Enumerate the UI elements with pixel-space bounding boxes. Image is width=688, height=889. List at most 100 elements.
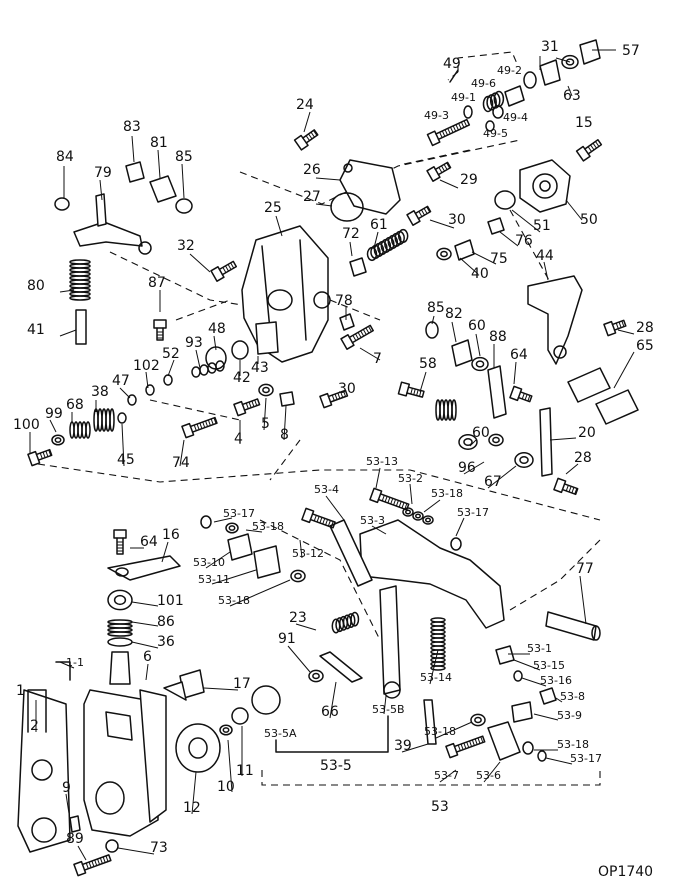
callout-53-10: 53-10 [193, 556, 225, 569]
leader-line [131, 135, 135, 163]
leader-line [451, 321, 457, 343]
leader-line [359, 347, 381, 361]
leader-line [446, 162, 451, 169]
callout-102: 102 [133, 358, 160, 374]
bracket-1-1 [55, 661, 71, 681]
leader-line [313, 130, 318, 136]
washer-40-hole [440, 250, 448, 258]
leader-line [613, 351, 635, 389]
callout-78: 78 [335, 293, 353, 309]
leader-line [463, 120, 468, 127]
washer-53-18 [412, 511, 424, 521]
nut-31 [539, 59, 561, 86]
callout-42: 42 [233, 370, 251, 386]
leader-line [549, 437, 577, 441]
spring-86-coil [107, 631, 133, 637]
leader-line [419, 371, 427, 393]
callout-40: 40 [471, 266, 489, 282]
bolt-87 [153, 319, 167, 329]
washer-10 [219, 724, 233, 736]
callout-36: 36 [157, 634, 175, 650]
housing-25-boss [313, 291, 331, 309]
rod-77-end [591, 625, 601, 641]
bolt-15-shank [584, 139, 603, 155]
callout-53-3: 53-3 [360, 514, 385, 527]
leader-line [439, 131, 443, 138]
callout-31: 31 [541, 39, 559, 55]
callout-5: 5 [261, 416, 270, 432]
plug-81 [149, 175, 177, 203]
pump-body-bore [95, 781, 125, 815]
bolt-7-shank [348, 324, 374, 344]
bolt-4-shank [241, 398, 261, 411]
callout-53-18e: 53-18 [557, 738, 589, 751]
leader-line [189, 253, 211, 273]
leader-line [460, 121, 465, 128]
leader-line [131, 601, 159, 607]
washer-91-hole [312, 672, 320, 680]
assembly-dash-line [269, 149, 471, 481]
callout-77: 77 [576, 561, 594, 577]
washer-99 [51, 434, 65, 446]
leader-line [199, 422, 203, 429]
leader-line [423, 208, 428, 214]
leader-line [401, 743, 429, 753]
bolt-30 [406, 210, 421, 226]
spring-53-14-coil [430, 665, 446, 671]
leader-line [439, 769, 457, 783]
assembly-dash-line [457, 51, 519, 72]
leader-line [513, 659, 541, 671]
callout-53-18b: 53-18 [252, 520, 284, 533]
callout-53-15: 53-15 [533, 659, 565, 672]
leader-line [565, 463, 579, 475]
callout-53-7: 53-7 [434, 769, 459, 782]
washer-91 [308, 669, 324, 683]
callout-1-1: 1-1 [66, 656, 84, 669]
plate-53-9 [511, 701, 533, 723]
leader-line [329, 681, 337, 719]
bracket-1 [27, 689, 47, 733]
ring-53-5a [251, 685, 281, 715]
leader-line [362, 329, 367, 335]
leader-line [429, 219, 455, 229]
leader-line [325, 495, 345, 521]
bolt-15 [575, 145, 591, 162]
leader-line [383, 695, 387, 715]
ring-93 [199, 364, 209, 376]
link-20 [539, 407, 553, 477]
drawing-number: OP1740 [598, 864, 653, 880]
leader-line [565, 199, 583, 221]
leader-line [565, 485, 569, 492]
plate-53-4 [329, 519, 373, 587]
leader-line [94, 859, 98, 866]
leader-line [590, 144, 595, 151]
leader-line [349, 241, 353, 257]
leader-line [329, 395, 347, 403]
leader-line [444, 129, 449, 136]
leader-line [357, 332, 362, 338]
ring-49-5 [485, 120, 495, 132]
nut-76 [487, 217, 505, 235]
leader-line [337, 392, 341, 399]
solenoid-65b [595, 389, 639, 425]
leader-line [617, 329, 635, 335]
washer-53-18b-hole [228, 525, 236, 531]
leader-line [463, 742, 467, 749]
callout-7: 7 [373, 351, 382, 367]
leader-line [327, 520, 331, 527]
callout-89: 89 [66, 831, 84, 847]
leader-line [352, 335, 357, 341]
leader-line [205, 551, 231, 569]
leader-line [42, 451, 46, 458]
leader-line [99, 857, 103, 864]
leader-line [248, 401, 252, 408]
ring-36 [107, 637, 133, 647]
callout-53-5b: 53-5B [372, 703, 405, 716]
leader-line [398, 501, 402, 508]
spring-80-coil [69, 295, 91, 301]
bolt-89-shank [81, 854, 112, 871]
leader-line [99, 179, 103, 201]
callout-79: 79 [94, 165, 112, 181]
callout-60a: 60 [468, 318, 486, 334]
